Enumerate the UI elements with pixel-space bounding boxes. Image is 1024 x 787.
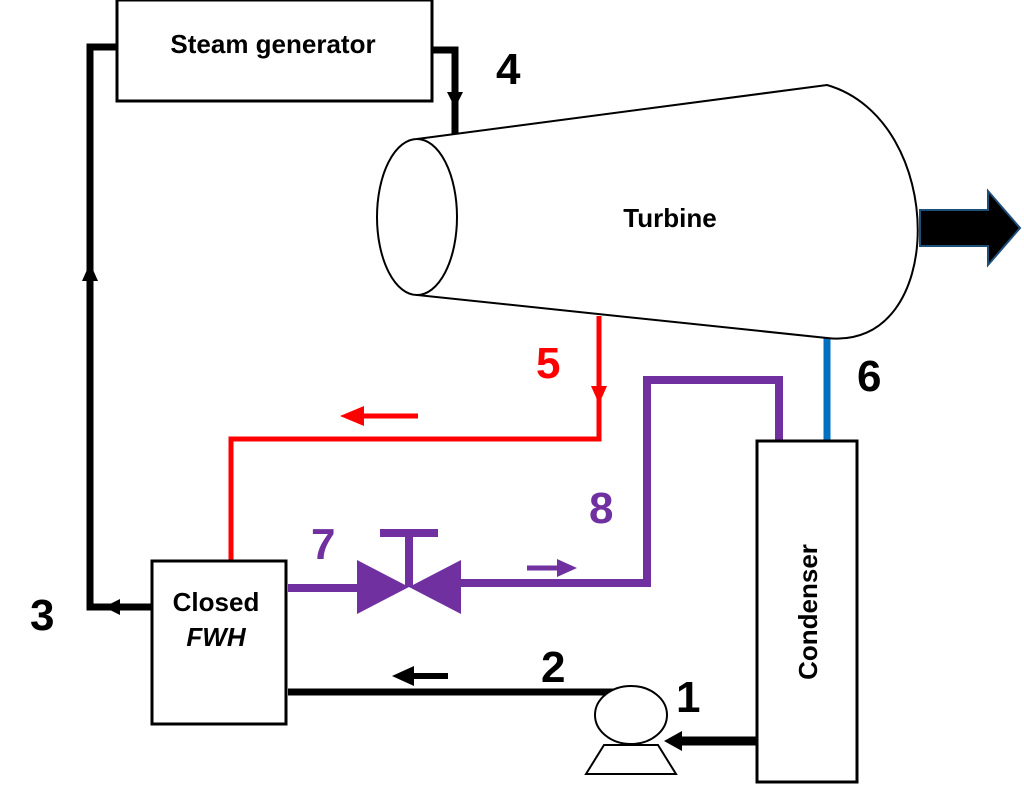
state-label-4: 4 [496, 45, 521, 94]
pump-icon [584, 685, 678, 775]
fwh-label-line2: FWH [186, 622, 246, 652]
closed-fwh-box [150, 559, 288, 726]
steam-generator-label: Steam generator [170, 29, 375, 59]
condenser-box [755, 439, 859, 784]
state-label-8: 8 [589, 484, 613, 533]
flow-arrow-8 [527, 559, 577, 577]
pipe-state-5 [228, 316, 602, 561]
state-label-5: 5 [536, 339, 560, 388]
condenser-label: Condenser [793, 544, 823, 680]
state-label-3: 3 [30, 591, 54, 640]
pipe-state-8 [455, 376, 783, 587]
steam-generator-box [115, 0, 434, 103]
flow-arrow-1 [664, 731, 682, 751]
work-output-arrow-icon [919, 188, 1022, 268]
state-label-1: 1 [676, 673, 700, 722]
turbine [376, 83, 919, 340]
state-label-6: 6 [857, 352, 881, 401]
throttle-valve-icon [357, 529, 461, 614]
flow-arrow-4-down [447, 92, 463, 108]
state-label-7: 7 [311, 520, 335, 569]
flow-arrow-3-left [104, 599, 120, 615]
flow-arrow-5-down [591, 386, 607, 404]
pipe-state-3 [86, 43, 152, 611]
flow-arrow-2 [392, 666, 448, 686]
flow-arrow-3-up [82, 263, 98, 281]
turbine-label: Turbine [623, 203, 716, 233]
flow-arrow-5-left [340, 406, 418, 426]
fwh-label-line1: Closed [173, 587, 260, 617]
state-label-2: 2 [541, 643, 565, 692]
